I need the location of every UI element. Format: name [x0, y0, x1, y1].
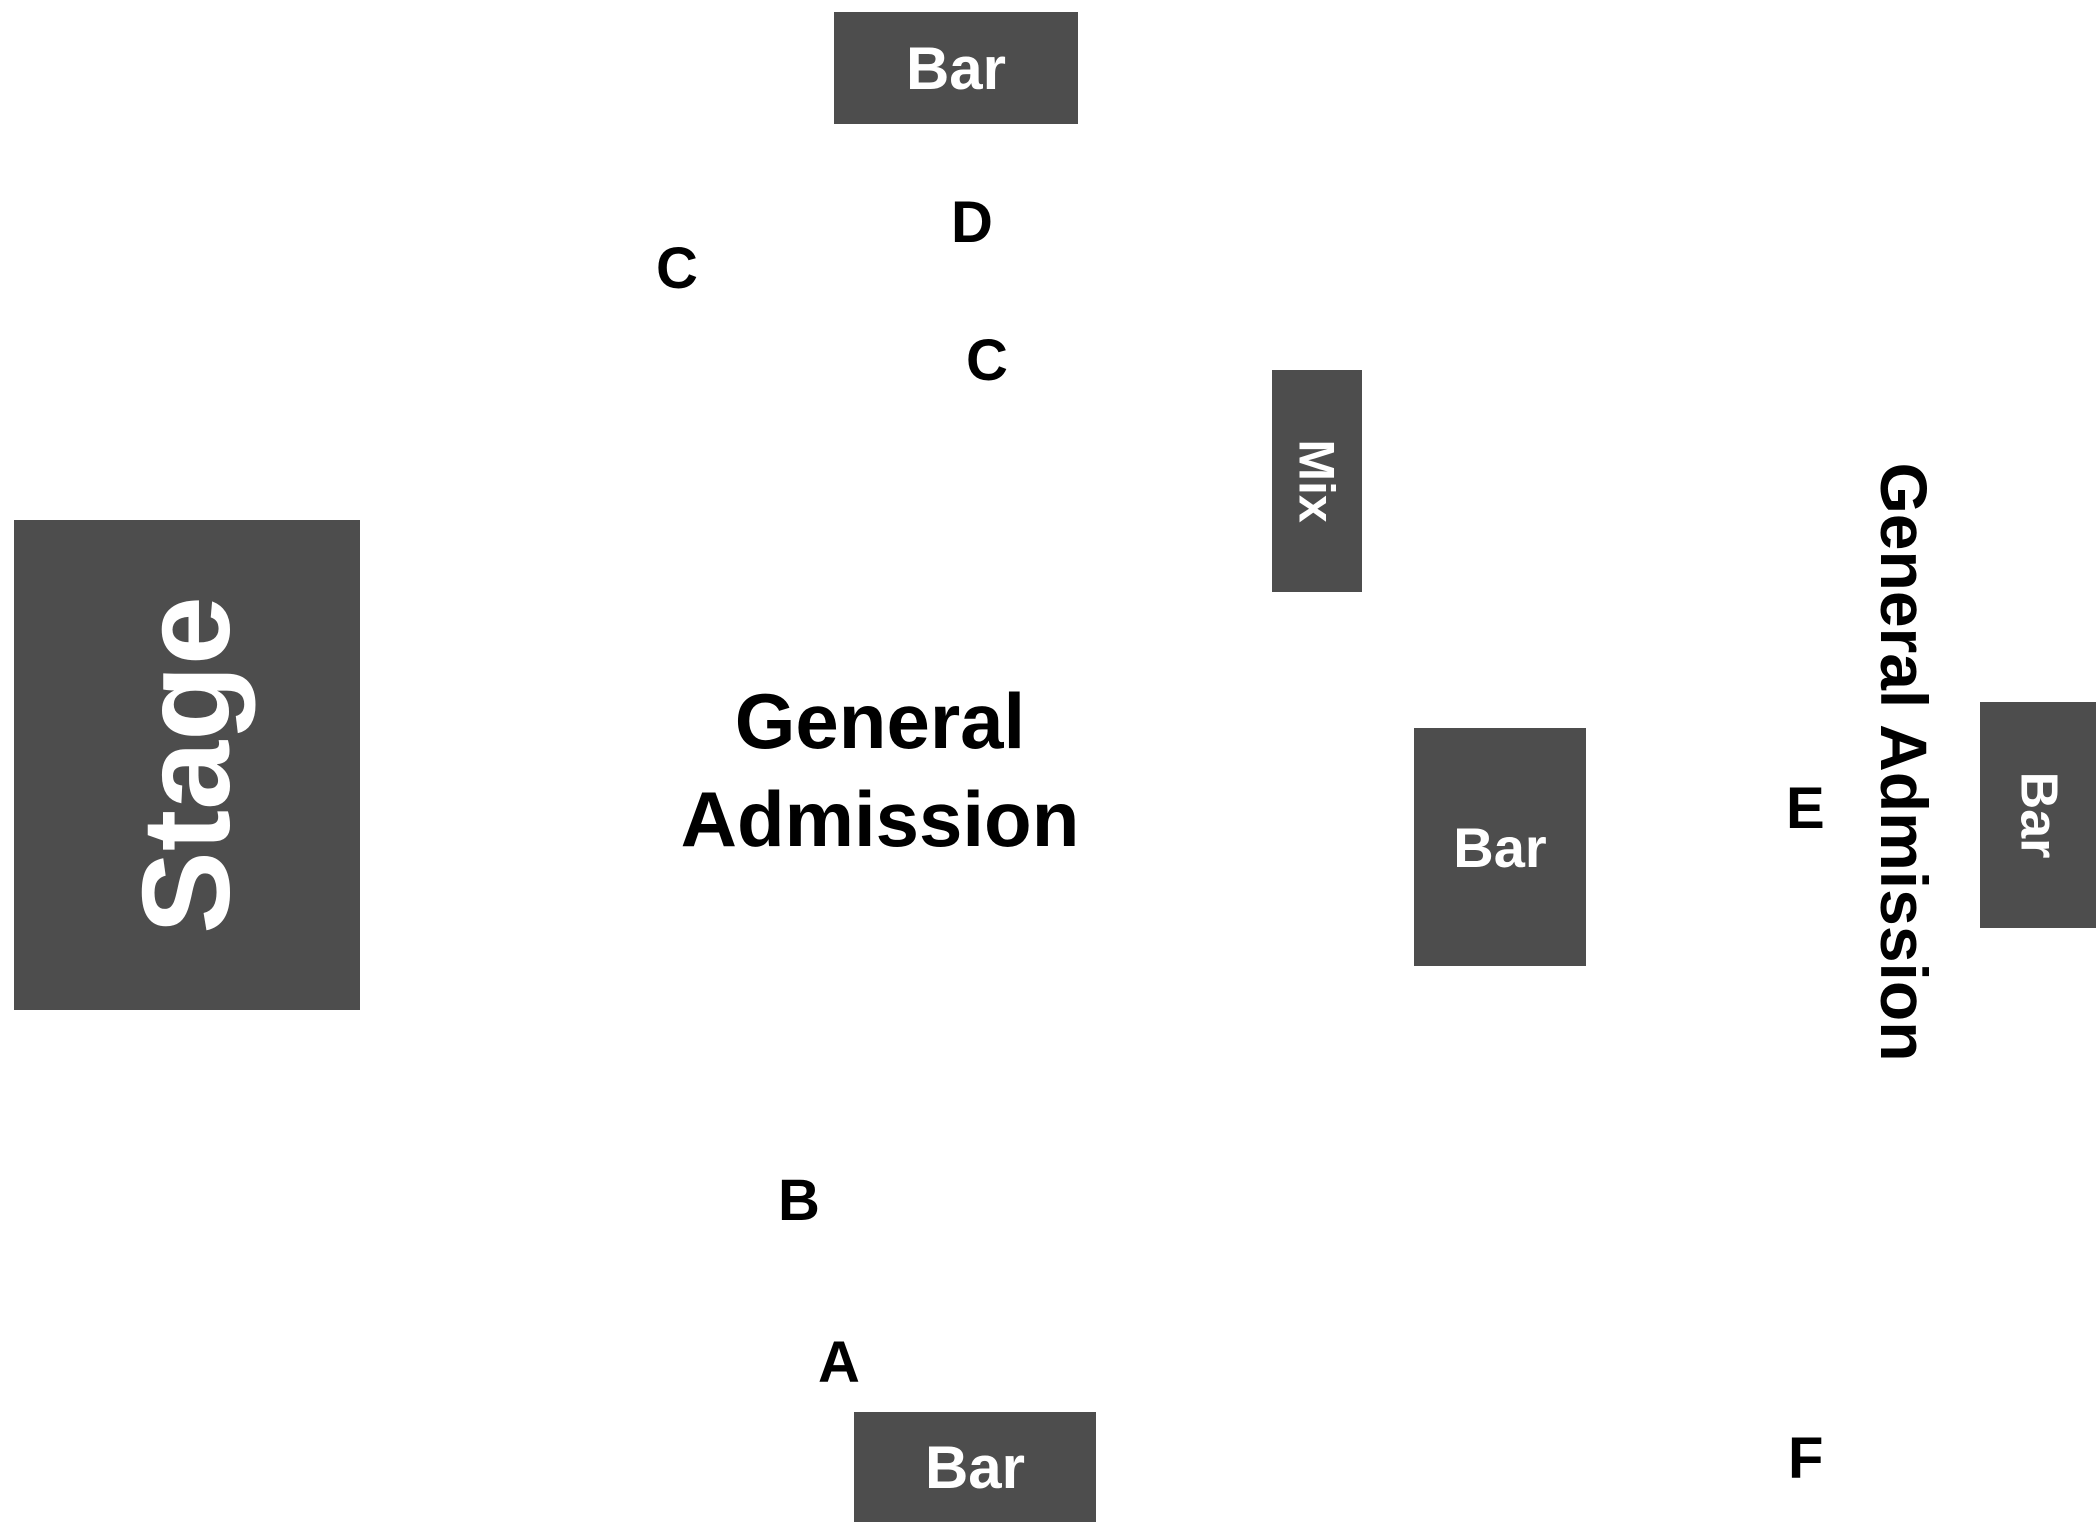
general-admission-right-label: General Admission [1867, 462, 1941, 1062]
bar-far-right-label: Bar [2009, 771, 2067, 859]
bar-top[interactable]: Bar [834, 12, 1078, 124]
section-f[interactable]: F [1788, 1426, 1824, 1491]
stage-block[interactable]: Stage [14, 520, 360, 1010]
general-admission-center-line1: General [734, 677, 1026, 765]
stage-label: Stage [117, 596, 256, 934]
section-a[interactable]: A [818, 1330, 860, 1395]
section-c-left[interactable]: C [656, 236, 698, 301]
mix-label: Mix [1288, 439, 1345, 523]
bar-center-right-label: Bar [1453, 815, 1547, 879]
bar-top-label: Bar [905, 34, 1007, 102]
bar-bottom[interactable]: Bar [854, 1412, 1096, 1522]
general-admission-center-line2: Admission [680, 775, 1080, 863]
section-c-center[interactable]: C [966, 328, 1008, 393]
mix-block[interactable]: Mix [1272, 370, 1362, 592]
section-e[interactable]: E [1786, 776, 1825, 841]
bar-far-right[interactable]: Bar [1980, 702, 2096, 928]
bar-bottom-label: Bar [924, 1433, 1026, 1501]
bar-center-right[interactable]: Bar [1414, 728, 1586, 966]
general-admission-center[interactable]: General Admission [640, 672, 1120, 868]
section-b[interactable]: B [778, 1168, 820, 1233]
section-d[interactable]: D [951, 190, 993, 255]
